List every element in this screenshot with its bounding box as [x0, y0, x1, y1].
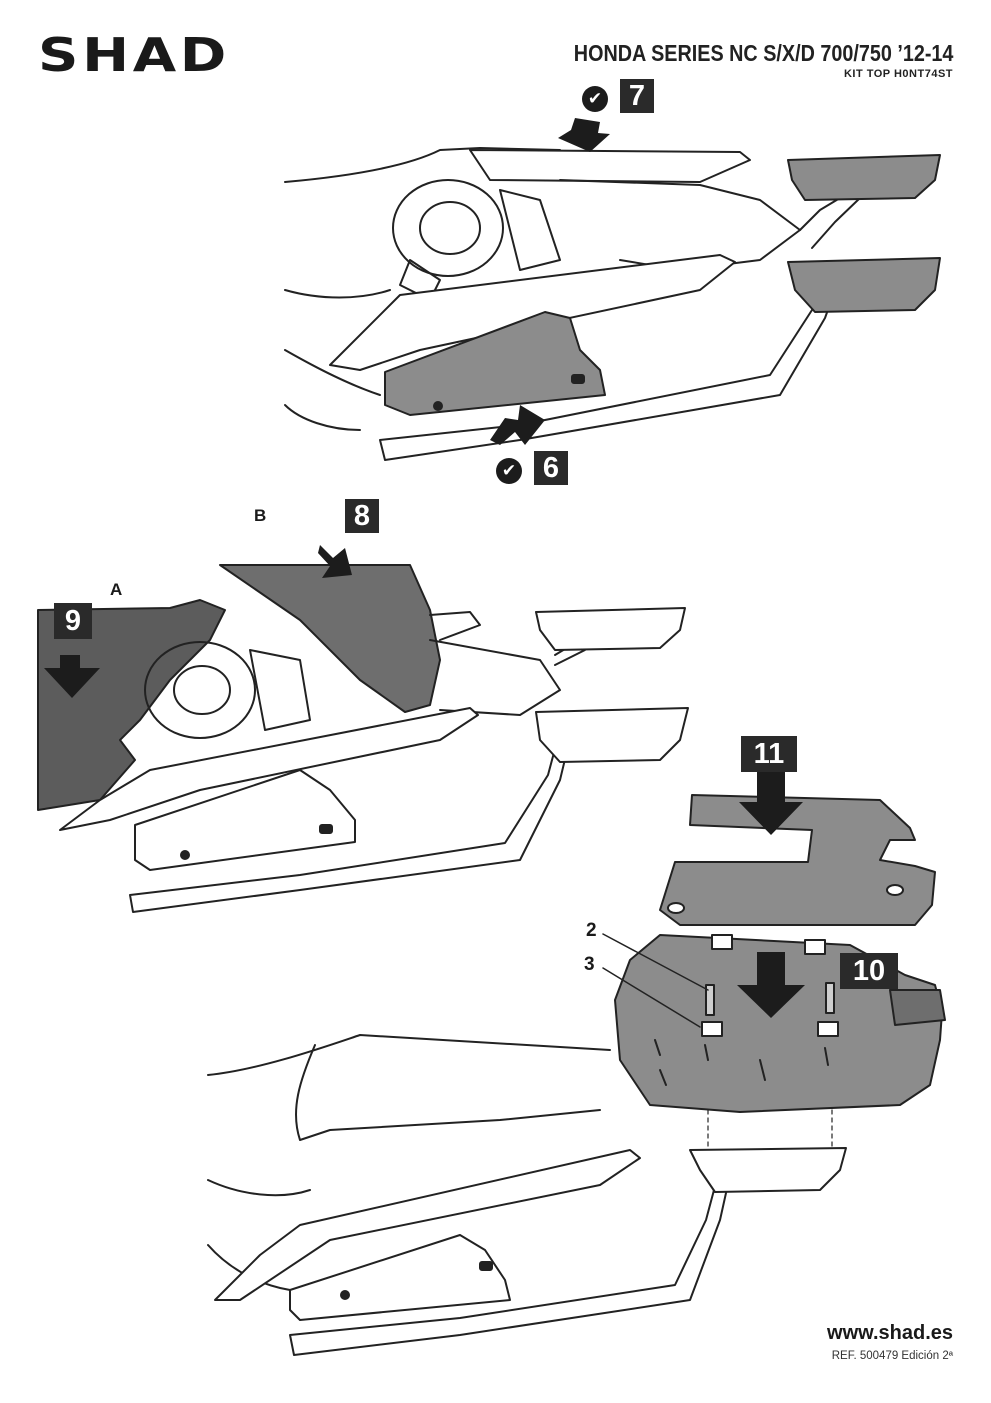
reference-code: REF. 500479 Edición 2ª	[831, 1350, 953, 1362]
panel-steps-6-7	[284, 118, 941, 461]
callout-2: 2	[586, 920, 597, 941]
panel-steps-10-11	[207, 770, 946, 1356]
website-url: www.shad.es	[827, 1322, 953, 1344]
shad-logo: SHAD	[38, 28, 231, 82]
step-8-badge: 8	[345, 499, 379, 533]
part-label-b: B	[254, 506, 267, 525]
step-11-badge: 11	[741, 736, 797, 772]
step-9-badge: 9	[54, 603, 92, 639]
checkmark-icon-step-7: ✔	[582, 86, 608, 112]
panel-steps-8-9	[37, 545, 689, 913]
document-title: HONDA SERIES NC S/X/D 700/750 ’12-14	[573, 40, 953, 66]
part-label-a: A	[110, 580, 123, 599]
kit-code: KIT TOP H0NT74ST	[843, 68, 953, 80]
step-10-badge: 10	[840, 953, 898, 989]
step-7-badge: 7	[620, 79, 654, 113]
checkmark-icon-step-6: ✔	[496, 458, 522, 484]
callout-3: 3	[584, 954, 595, 975]
step-6-badge: 6	[534, 451, 568, 485]
